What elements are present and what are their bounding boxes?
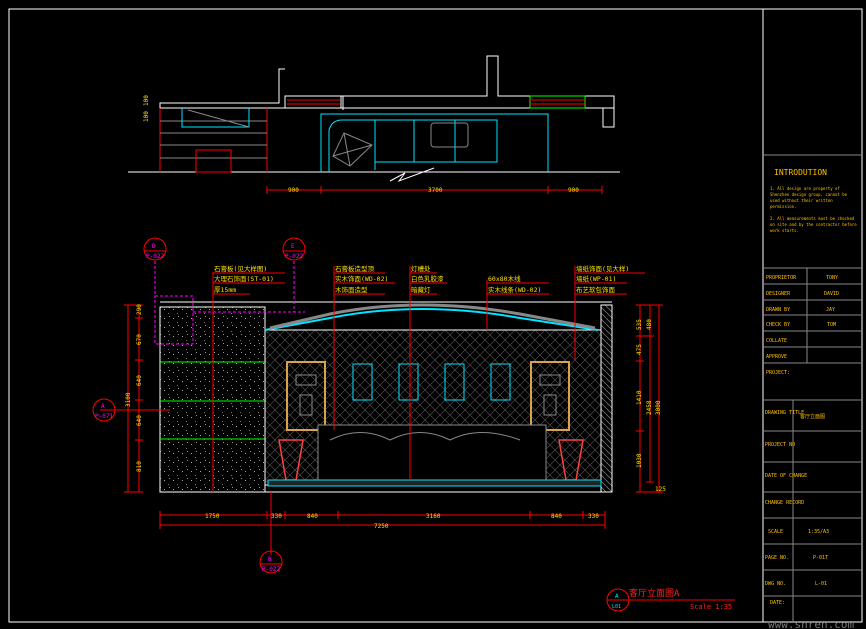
right-dim-5: 125 — [655, 486, 666, 493]
left-dim-5: 810 — [136, 461, 143, 472]
right-dim-4: 1030 — [636, 453, 643, 468]
annotation-2-2: 实木饰面(WD-02) — [335, 274, 388, 283]
annotation-3-3: 暗藏灯 — [411, 285, 431, 294]
annotation-1-2: 大理石饰面(ST-01) — [214, 274, 274, 283]
proprietor-value: TONY — [826, 275, 838, 281]
callout-d-letter: D — [152, 243, 156, 250]
caption-scale: Scale 1:35 — [690, 603, 732, 611]
right-dim-3: 1410 — [636, 390, 643, 405]
callout-b-letter: B — [268, 556, 272, 563]
callout-a-letter: A — [101, 403, 105, 410]
plan-dim-1: 900 — [288, 187, 299, 194]
plan-side-dim-1: 100 — [143, 95, 150, 106]
bottom-dim-1: 1750 — [205, 513, 220, 520]
callout-a: A P-071 — [92, 398, 116, 422]
callout-b: B P-022 — [259, 550, 283, 574]
right-mid-dim-2: 2458 — [646, 400, 653, 415]
date-label: DATE: — [770, 600, 785, 606]
drawn-by-label: DRAWN BY — [766, 307, 790, 313]
plan-dim-2: 3700 — [428, 187, 443, 194]
annotation-5-2: 墙纸(WP-01) — [576, 274, 616, 283]
caption-letter: A — [615, 593, 619, 600]
left-dim-4: 640 — [136, 415, 143, 426]
approve-label: APPROVE — [766, 354, 787, 360]
bottom-dim-6: 330 — [588, 513, 599, 520]
intro-note-2: 2. All measurements must be checked on s… — [770, 216, 857, 233]
scale-label: SCALE — [768, 529, 783, 535]
annotation-2-3: 木饰面造型 — [335, 285, 368, 294]
plan-dim-3: 900 — [568, 187, 579, 194]
dwg-no-value: L-01 — [815, 581, 827, 587]
designer-value: DAVID — [824, 291, 839, 297]
proprietor-label: PROPRIETOR — [766, 275, 797, 281]
intro-note-1: 1. All design are property of Shenzhen d… — [770, 186, 848, 209]
elevation-view: 石膏板(见大样图) 大理石饰面(ST-01) 厚15mm 石膏板造型顶 实木饰面… — [92, 237, 666, 574]
annotation-3-2: 白色乳胶漆 — [411, 274, 444, 283]
annotation-1-3: 厚15mm — [214, 286, 236, 294]
left-total-dim: 3100 — [125, 392, 132, 407]
right-mid-dim-1: 480 — [646, 319, 653, 330]
right-dim-1: 535 — [636, 319, 643, 330]
watermark: www.snren.com — [768, 618, 854, 629]
caption-title: 客厅立面图A — [629, 587, 680, 599]
annotation-5-3: 布艺软包饰面 — [576, 285, 616, 294]
callout-d: D P-022 — [143, 237, 167, 261]
plan-dimensions: 900 3700 900 100 100 — [143, 95, 603, 194]
drawn-by-value: JAY — [826, 307, 835, 313]
check-by-value: TOM — [827, 322, 836, 328]
project-label: PROJECT: — [766, 370, 790, 376]
project-no-label: PROJECT NO — [765, 442, 795, 448]
annotation-3-1: 灯槽处 — [411, 264, 431, 273]
left-dim-2: 670 — [136, 334, 143, 345]
bottom-dim-5: 840 — [551, 513, 562, 520]
drawing-title-value: 客厅立面图 — [800, 413, 825, 420]
bottom-dim-3: 840 — [307, 513, 318, 520]
callout-e-letter: E — [291, 243, 295, 250]
page-no-value: P-01T — [813, 555, 828, 561]
callout-b-ref: P-022 — [262, 566, 280, 573]
change-record-label: CHANGE RECORD — [765, 500, 804, 506]
drawing-caption: A L01 客厅立面图A Scale 1:35 — [606, 587, 735, 612]
scale-value: 1:35/A3 — [808, 529, 829, 535]
intro-heading: INTRODUTION — [774, 168, 827, 177]
caption-ref: L01 — [612, 604, 621, 610]
annotation-1-1: 石膏板(见大样图) — [214, 264, 267, 273]
callout-e-ref: P-022 — [285, 253, 303, 260]
callout-e: E P-022 — [282, 237, 306, 261]
date-change-label: DATE OF CHANGE — [765, 473, 807, 479]
annotation-4-2: 实木线条(WD-02) — [488, 285, 541, 294]
collate-label: COLLATE — [766, 338, 787, 344]
right-total-dim: 3000 — [655, 400, 662, 415]
plan-side-dim-2: 100 — [143, 111, 150, 122]
plan-view: 900 3700 900 100 100 — [128, 55, 620, 194]
bottom-dim-2: 330 — [271, 513, 282, 520]
page-no-label: PAGE NO. — [765, 555, 789, 561]
check-by-label: CHECK BY — [766, 322, 790, 328]
callout-d-ref: P-022 — [146, 253, 164, 260]
total-dim: 7250 — [374, 523, 389, 530]
annotation-2-1: 石膏板造型顶 — [335, 264, 375, 273]
drawing-title-label: DRAWING TITLE — [765, 410, 804, 416]
bottom-dim-4: 3160 — [426, 513, 441, 520]
designer-label: DESIGNER — [766, 291, 791, 297]
left-dim-3: 640 — [136, 375, 143, 386]
annotation-5-1: 墙纸饰面(见大样) — [576, 264, 629, 273]
title-block: INTRODUTION 1. All design are property o… — [763, 154, 862, 622]
right-dim-2: 475 — [636, 344, 643, 355]
annotation-4-1: 60x80木线 — [488, 274, 521, 283]
dwg-no-label: DWG NO. — [765, 581, 786, 587]
callout-a-ref: P-071 — [95, 413, 113, 420]
left-dim-1: 290 — [136, 304, 143, 315]
